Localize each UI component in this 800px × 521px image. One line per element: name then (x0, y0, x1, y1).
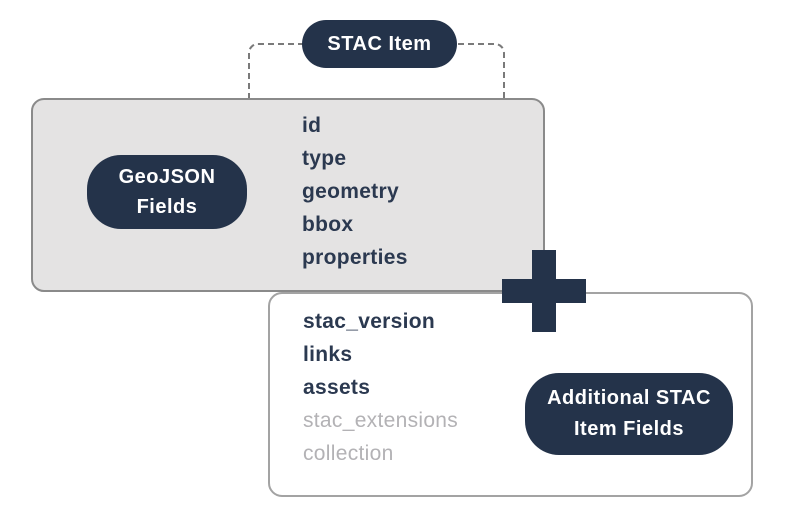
field-bbox: bbox (302, 213, 354, 236)
field-assets: assets (303, 376, 371, 399)
field-collection: collection (303, 442, 394, 465)
field-type: type (302, 147, 347, 170)
stac-item-pill: STAC Item (302, 20, 457, 68)
plus-icon (532, 250, 556, 332)
additional-pill-line2: Item Fields (574, 418, 684, 440)
geojson-pill-line2: Fields (136, 196, 198, 218)
stac-item-pill-label: STAC Item (327, 32, 432, 55)
field-links: links (303, 343, 353, 366)
geojson-field-list: id type geometry bbox properties (302, 109, 408, 274)
geojson-pill-line1: GeoJSON (118, 166, 216, 188)
field-id: id (302, 114, 322, 137)
field-stac-extensions: stac_extensions (303, 409, 459, 432)
field-properties: properties (302, 246, 408, 269)
field-stac-version: stac_version (303, 310, 436, 333)
stac-field-list: stac_version links assets stac_extension… (303, 305, 458, 470)
geojson-fields-pill: GeoJSON Fields (87, 155, 247, 229)
field-geometry: geometry (302, 180, 399, 203)
additional-pill-line1: Additional STAC (547, 387, 711, 409)
additional-stac-item-fields-pill: Additional STAC Item Fields (525, 373, 733, 455)
